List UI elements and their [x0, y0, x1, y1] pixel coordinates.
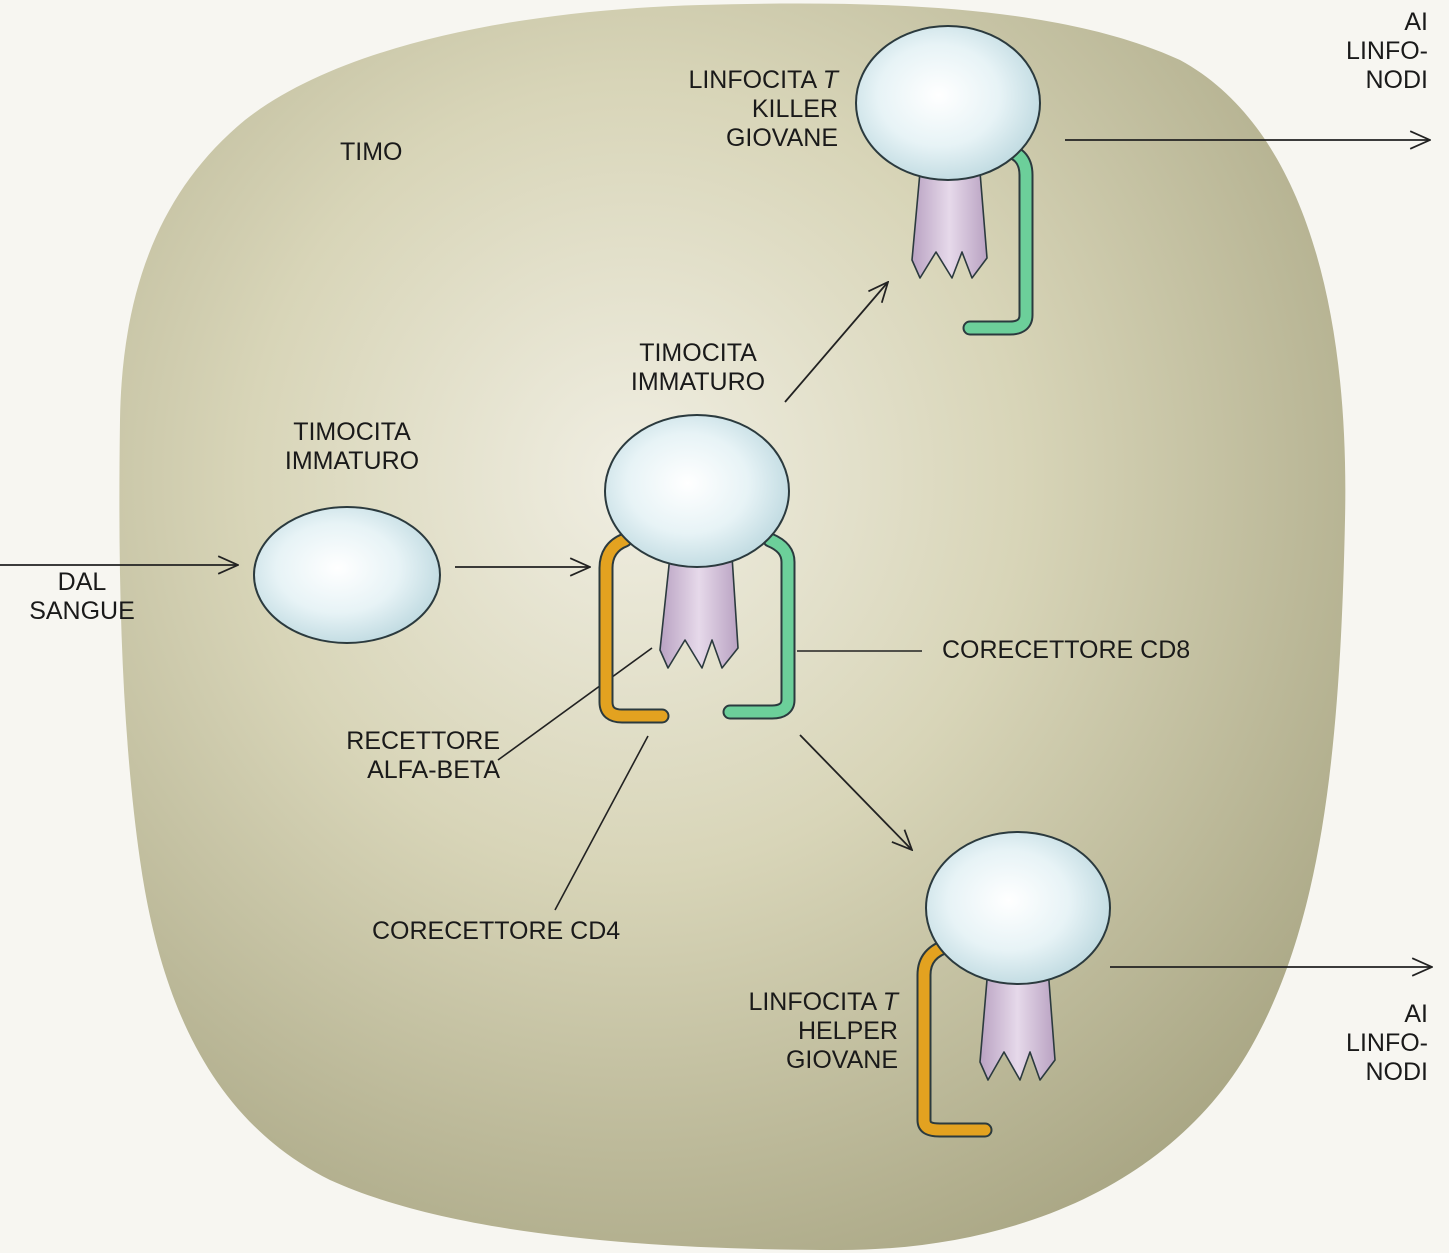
immature-thymocyte-1-cell: [254, 507, 440, 643]
killer-line-2: KILLER: [620, 95, 838, 124]
to-lymph-nodes-bottom-line-3: NODI: [1300, 1058, 1428, 1087]
killer-line-1: LINFOCITA T: [620, 66, 838, 95]
alpha-beta-receptor-thymocyte-2: [660, 556, 738, 668]
alpha-beta-receptor-killer: [912, 172, 987, 278]
helper-t-cell-label: LINFOCITA T HELPER GIOVANE: [672, 988, 898, 1075]
helper-line-3: GIOVANE: [672, 1046, 898, 1075]
immature-thymocyte-1-line-2: IMMATURO: [262, 447, 442, 476]
immature-thymocyte-2-line-2: IMMATURO: [608, 368, 788, 397]
cd4-coreceptor-label: CORECETTORE CD4: [372, 917, 620, 946]
cd4-coreceptor-text: CORECETTORE CD4: [372, 917, 620, 946]
alpha-beta-line-1: RECETTORE: [300, 727, 500, 756]
to-lymph-nodes-top-line-3: NODI: [1300, 66, 1428, 95]
immature-thymocyte-2-line-1: TIMOCITA: [608, 339, 788, 368]
to-lymph-nodes-top-line-1: AI: [1300, 8, 1428, 37]
helper-line-1-prefix: LINFOCITA: [748, 988, 882, 1016]
helper-t-cell: [926, 832, 1110, 984]
to-lymph-nodes-top-label: AI LINFO- NODI: [1300, 8, 1428, 95]
thymus-label-text: TIMO: [340, 138, 403, 167]
killer-t-cell-label: LINFOCITA T KILLER GIOVANE: [620, 66, 838, 153]
immature-thymocyte-2-label: TIMOCITA IMMATURO: [608, 339, 788, 397]
alpha-beta-receptor-label: RECETTORE ALFA-BETA: [300, 727, 500, 785]
from-blood-line-2: SANGUE: [12, 597, 152, 626]
helper-line-1: LINFOCITA T: [672, 988, 898, 1017]
to-lymph-nodes-bottom-line-2: LINFO-: [1300, 1029, 1428, 1058]
killer-t-cell: [856, 26, 1040, 180]
helper-line-2: HELPER: [672, 1017, 898, 1046]
from-blood-line-1: DAL: [12, 568, 152, 597]
immature-thymocyte-2-cell: [605, 415, 789, 567]
immature-thymocyte-1-line-1: TIMOCITA: [262, 418, 442, 447]
killer-line-1-italic: T: [823, 66, 838, 94]
from-blood-label: DAL SANGUE: [12, 568, 152, 626]
to-lymph-nodes-bottom-label: AI LINFO- NODI: [1300, 1000, 1428, 1087]
cd8-coreceptor-label: CORECETTORE CD8: [942, 636, 1190, 665]
immature-thymocyte-1-label: TIMOCITA IMMATURO: [262, 418, 442, 476]
to-lymph-nodes-bottom-line-1: AI: [1300, 1000, 1428, 1029]
killer-line-3: GIOVANE: [620, 124, 838, 153]
alpha-beta-line-2: ALFA-BETA: [300, 756, 500, 785]
to-lymph-nodes-top-line-2: LINFO-: [1300, 37, 1428, 66]
killer-line-1-prefix: LINFOCITA: [688, 66, 822, 94]
cd8-coreceptor-text: CORECETTORE CD8: [942, 636, 1190, 665]
thymus-label: TIMO: [340, 138, 403, 167]
helper-line-1-italic: T: [883, 988, 898, 1016]
